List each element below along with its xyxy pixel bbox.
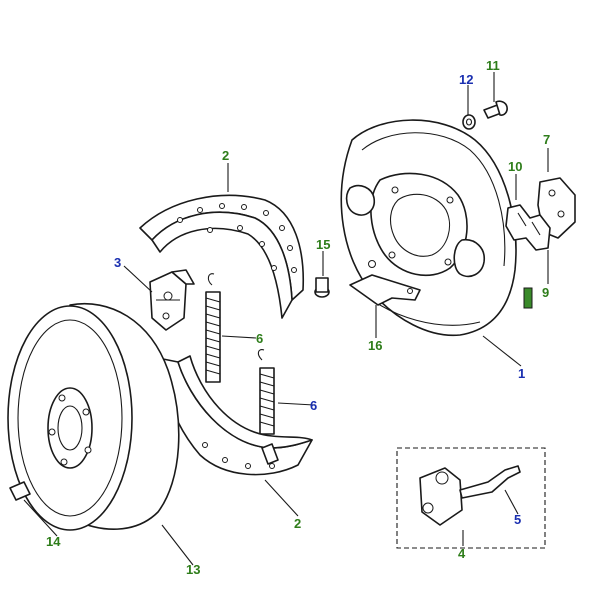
stud-bolt: [314, 277, 330, 298]
callout-4: 4: [458, 546, 466, 561]
callout-5: 5: [514, 512, 521, 527]
bolt: [483, 100, 508, 119]
washer: [462, 114, 476, 130]
inset-detail: [396, 447, 546, 549]
callout-16: 16: [368, 338, 382, 353]
callout-13: 13: [186, 562, 200, 577]
callout-11: 11: [486, 58, 500, 73]
callout-15: 15: [316, 237, 330, 252]
callout-14: 14: [46, 534, 61, 549]
wheel-cylinder: [149, 269, 195, 331]
callout-1: 1: [518, 366, 525, 381]
callouts: 1 2 2 3 4 5 6 6 7 9 10 11 12 13 14 15 16: [46, 58, 550, 577]
callout-12: 12: [459, 72, 473, 87]
anchor-bracket: [349, 260, 421, 306]
leader-lines: [23, 72, 549, 566]
drum-screw: [9, 481, 31, 501]
callout-10: 10: [508, 159, 522, 174]
return-spring-upper: [205, 273, 221, 383]
callout-2-upper: 2: [222, 148, 229, 163]
callout-9: 9: [542, 285, 549, 300]
callout-6-upper: 6: [256, 331, 263, 346]
return-spring-lower: [257, 349, 275, 435]
adjuster-plates: [505, 177, 576, 309]
brake-drum: [7, 303, 180, 531]
callout-2-lower: 2: [294, 516, 301, 531]
callout-7: 7: [543, 132, 550, 147]
backing-plate: [340, 119, 517, 337]
callout-3: 3: [114, 255, 121, 270]
callout-6-lower: 6: [310, 398, 317, 413]
brake-shoe-upper: [139, 194, 305, 319]
brake-shoe-lower: [157, 355, 313, 476]
